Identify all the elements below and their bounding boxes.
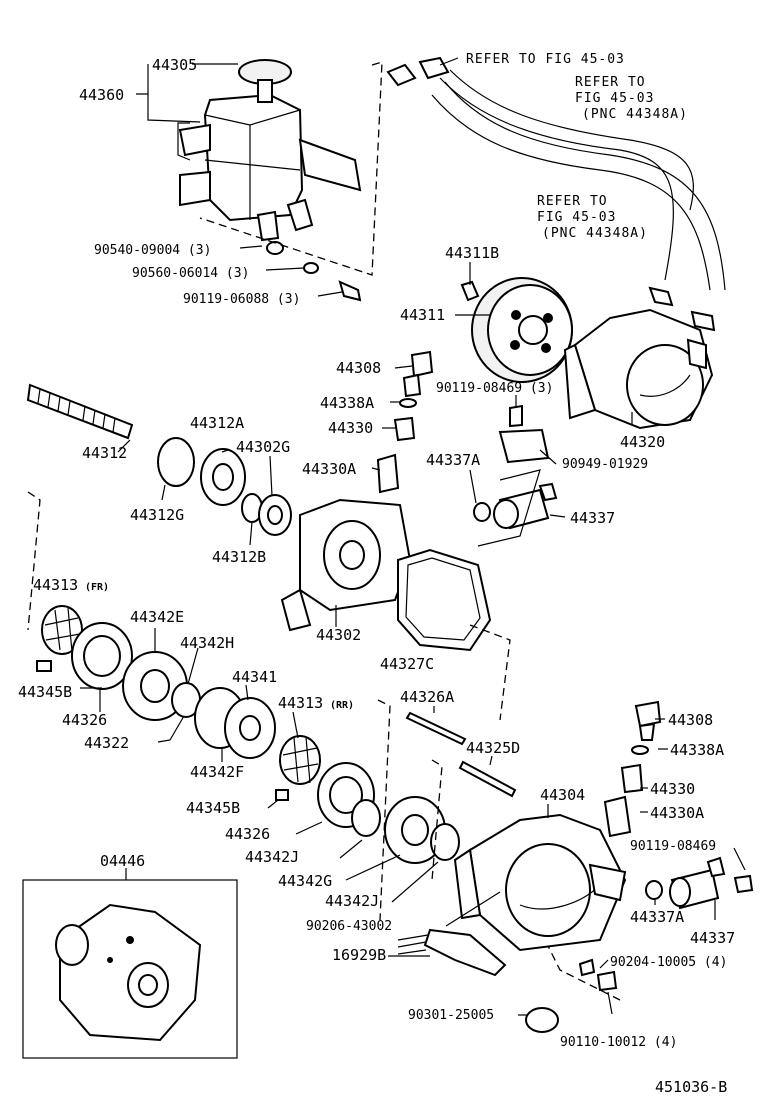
label-44345B-lower: 44345B: [186, 799, 240, 817]
label-44302G: 44302G: [236, 438, 290, 456]
label-44330-upper: 44330: [328, 419, 373, 437]
label-90204-10005: 90204-10005 (4): [610, 955, 727, 970]
label-44311B: 44311B: [445, 244, 499, 262]
control-valve-parts-upper: [376, 350, 550, 494]
label-90301-25005: 90301-25005: [408, 1008, 494, 1023]
label-44342E: 44342E: [130, 608, 184, 626]
leader-lines: [80, 57, 746, 1016]
label-refer-fig-45-03-c-line1: REFER TO: [537, 194, 608, 209]
label-refer-fig-45-03-b-line2: FIG 45-03: [575, 91, 654, 106]
label-44342G: 44342G: [278, 872, 332, 890]
pump-internals-left: [36, 605, 460, 864]
label-44327C: 44327C: [380, 655, 434, 673]
label-44326-lower: 44326: [225, 825, 270, 843]
label-44326-left: 44326: [62, 711, 107, 729]
pressure-switch-16929B: [397, 928, 618, 1033]
label-44360: 44360: [79, 86, 124, 104]
label-44330A-upper: 44330A: [302, 460, 356, 478]
label-44304: 44304: [540, 786, 585, 804]
callout-labels: 44305 44360 90540-09004 (3) 90560-06014 …: [18, 52, 735, 1096]
label-44326A: 44326A: [400, 688, 454, 706]
label-44337A-upper: 44337A: [426, 451, 480, 469]
internals-dashline: [377, 699, 391, 921]
label-44322: 44322: [84, 734, 129, 752]
label-44313-rr: 44313: [278, 694, 323, 712]
label-90119-06088: 90119-06088 (3): [183, 292, 300, 307]
label-44312A: 44312A: [190, 414, 244, 432]
label-44312B: 44312B: [212, 548, 266, 566]
label-44342H: 44342H: [180, 634, 234, 652]
label-90560-06014: 90560-06014 (3): [132, 266, 249, 281]
label-04446: 04446: [100, 852, 145, 870]
label-44311: 44311: [400, 306, 445, 324]
label-44342F: 44342F: [190, 763, 244, 781]
label-90206-43002: 90206-43002: [306, 919, 392, 934]
label-90119-08469-lower: 90119-08469: [630, 839, 716, 854]
label-44337A-lower: 44337A: [630, 908, 684, 926]
label-16929B: 16929B: [332, 946, 386, 964]
control-valve-parts-lower: [603, 700, 754, 910]
front-housing-44302: [280, 498, 412, 632]
label-44312: 44312: [82, 444, 127, 462]
label-44305: 44305: [152, 56, 197, 74]
label-44325D: 44325D: [466, 739, 520, 757]
rotor-dashline: [27, 491, 41, 631]
label-refer-fig-45-03-a: REFER TO FIG 45-03: [466, 52, 625, 67]
label-44320: 44320: [620, 433, 665, 451]
housing-dashline: [469, 624, 511, 721]
label-90119-08469-upper: 90119-08469 (3): [436, 381, 553, 396]
label-90540-09004: 90540-09004 (3): [94, 243, 211, 258]
label-refer-fig-45-03-c-line3: (PNC 44348A): [542, 226, 648, 241]
label-refer-fig-45-03-c-line2: FIG 45-03: [537, 210, 616, 225]
reservoir-assembly: [177, 59, 362, 302]
label-44308-upper: 44308: [336, 359, 381, 377]
label-44338A-upper: 44338A: [320, 394, 374, 412]
figure-id: 451036-B: [655, 1078, 727, 1096]
label-44337-upper: 44337: [570, 509, 615, 527]
label-fr: (FR): [85, 582, 109, 593]
label-44302: 44302: [316, 626, 361, 644]
label-44338A-lower: 44338A: [670, 741, 724, 759]
label-44337-lower: 44337: [690, 929, 735, 947]
label-44330A-lower: 44330A: [650, 804, 704, 822]
pulley: [460, 277, 573, 383]
gasket-44327C: [397, 548, 492, 652]
label-44312G: 44312G: [130, 506, 184, 524]
pins: [405, 711, 517, 798]
hoses: [386, 56, 726, 332]
label-44330-lower: 44330: [650, 780, 695, 798]
reservoir-bracket-dashline: [199, 61, 383, 276]
kit-box-04446: [22, 879, 238, 1059]
label-44342J-lower: 44342J: [325, 892, 379, 910]
label-90949-01929: 90949-01929: [562, 457, 648, 472]
label-rr: (RR): [330, 700, 354, 711]
label-44342J-upper: 44342J: [245, 848, 299, 866]
label-44308-lower: 44308: [668, 711, 713, 729]
label-44313-fr: 44313: [33, 576, 78, 594]
label-refer-fig-45-03-b-line3: (PNC 44348A): [582, 107, 688, 122]
flow-control-44337-upper: [473, 469, 558, 547]
rear-housing-44304: [453, 813, 627, 952]
label-44341: 44341: [232, 668, 277, 686]
pump-assembly: [563, 308, 714, 430]
label-refer-fig-45-03-b-line1: REFER TO: [575, 75, 646, 90]
label-90110-10012: 90110-10012 (4): [560, 1035, 677, 1050]
shaft-44312: [26, 383, 292, 536]
label-44345B-left: 44345B: [18, 683, 72, 701]
